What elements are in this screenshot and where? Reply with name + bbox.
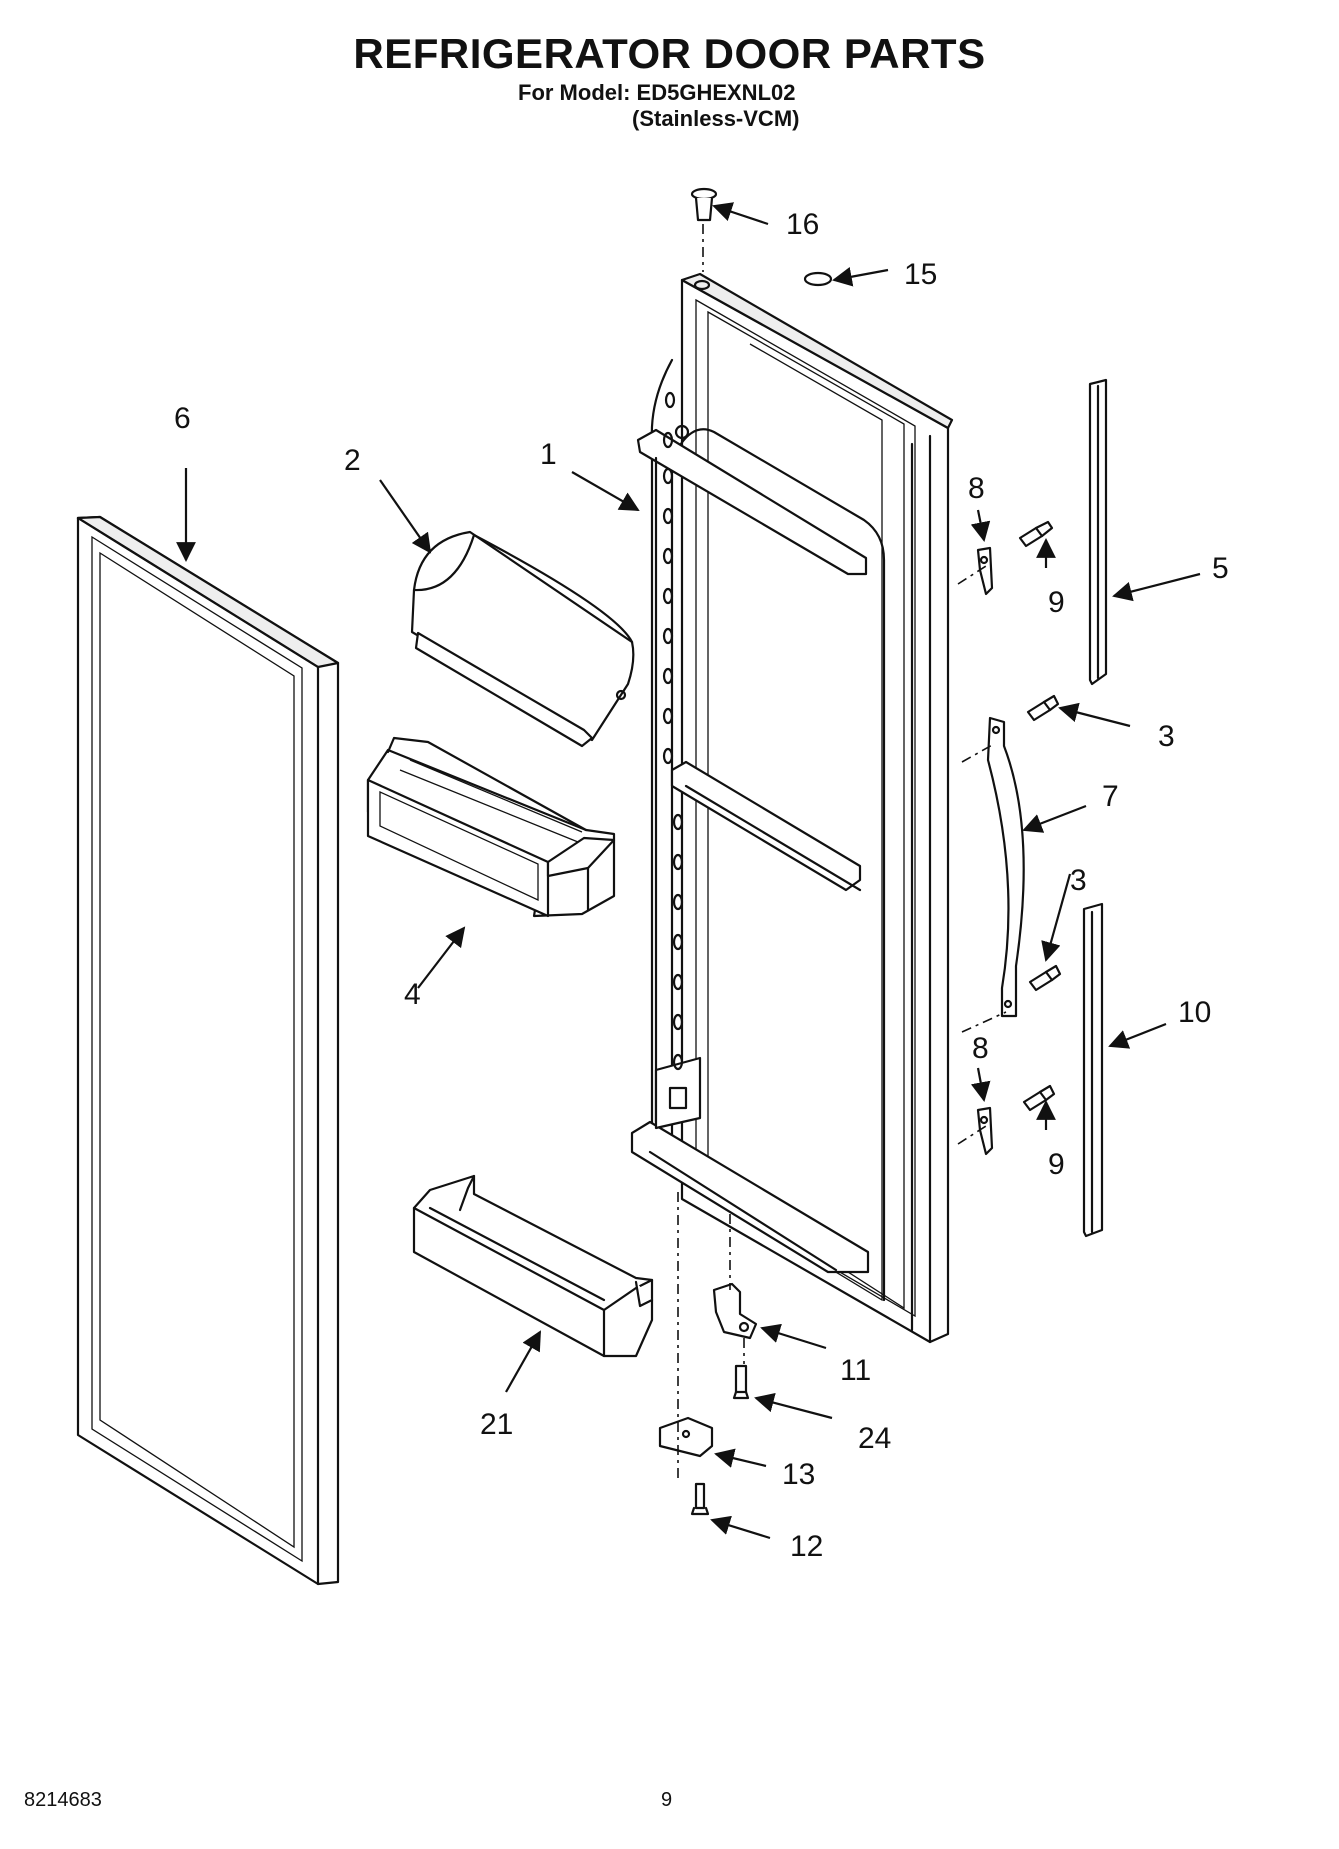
part-6-door-gasket xyxy=(76,515,340,1586)
callout-8-upper: 8 xyxy=(968,472,985,505)
leader-arrows xyxy=(176,202,1201,1540)
callout-12: 12 xyxy=(790,1530,823,1563)
page-number: 9 xyxy=(661,1789,673,1811)
part-16-top-plug xyxy=(690,187,718,272)
callout-24: 24 xyxy=(858,1422,891,1455)
callout-21: 21 xyxy=(480,1408,513,1441)
part-9-screw-lower xyxy=(1022,1084,1056,1112)
callout-16: 16 xyxy=(786,208,819,241)
alignment-lines xyxy=(677,565,1007,1478)
variant-line: (Stainless-VCM) xyxy=(632,106,800,131)
part-21-lower-door-bin xyxy=(412,1174,654,1358)
part-13-hinge-block xyxy=(658,1416,714,1458)
callout-15: 15 xyxy=(904,258,937,291)
part-11-hinge-bracket xyxy=(712,1282,758,1340)
part-2-dairy-door xyxy=(410,530,635,748)
callout-9-lower: 9 xyxy=(1048,1148,1065,1181)
callout-labels: 16 15 6 2 1 8 9 5 3 7 3 10 8 9 4 11 21 2… xyxy=(174,208,1229,1563)
callout-3-upper: 3 xyxy=(1158,720,1175,753)
callout-6: 6 xyxy=(174,402,191,435)
callout-10: 10 xyxy=(1178,996,1211,1029)
part-3-screw-upper xyxy=(1026,694,1060,722)
part-8-clip-upper xyxy=(976,546,994,596)
callout-7: 7 xyxy=(1102,780,1119,813)
part-9-screw-upper xyxy=(1018,520,1054,548)
part-12-screw xyxy=(690,1482,710,1516)
part-1-door-liner xyxy=(630,272,954,1344)
part-15-washer xyxy=(803,271,833,287)
callout-9-upper: 9 xyxy=(1048,586,1065,619)
part-3-screw-lower xyxy=(1028,964,1062,992)
callout-3-lower: 3 xyxy=(1070,864,1087,897)
callout-4: 4 xyxy=(404,978,421,1011)
part-7-handle xyxy=(986,716,1025,1018)
callout-5: 5 xyxy=(1212,552,1229,585)
part-10-trim-lower xyxy=(1082,902,1104,1238)
part-4-door-bin xyxy=(366,736,616,918)
callout-1: 1 xyxy=(540,438,557,471)
callout-8-lower: 8 xyxy=(972,1032,989,1065)
part-24-screw xyxy=(732,1364,750,1400)
page-title: REFRIGERATOR DOOR PARTS xyxy=(353,30,986,77)
document-number: 8214683 xyxy=(24,1789,102,1811)
part-5-trim-upper xyxy=(1088,378,1108,686)
callout-13: 13 xyxy=(782,1458,815,1491)
callout-11: 11 xyxy=(840,1354,871,1387)
part-8-clip-lower xyxy=(976,1106,994,1156)
callout-2: 2 xyxy=(344,444,361,477)
model-line: For Model: ED5GHEXNL02 xyxy=(518,80,796,105)
